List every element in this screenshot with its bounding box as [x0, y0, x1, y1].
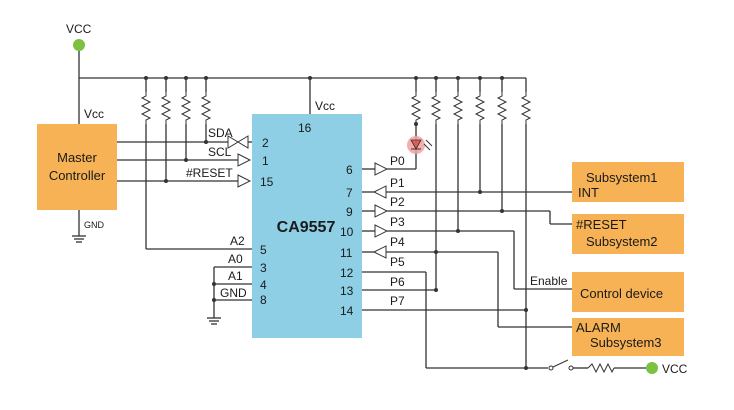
scl-label: SCL: [208, 145, 232, 159]
master-controller-line1: Master: [57, 150, 97, 165]
subsystem3-box: ALARM Subsystem3: [572, 318, 684, 356]
left-pullups: [141, 76, 211, 125]
a2-signal: A2: [145, 124, 252, 250]
enable-label: Enable: [530, 274, 568, 288]
pin-num-a1: 4: [260, 278, 267, 292]
p3-signal: P3 Enable: [362, 124, 572, 290]
a2-label: A2: [230, 234, 245, 248]
p7-label: P7: [390, 294, 405, 308]
chip-body: [252, 114, 362, 338]
vcc-top-supply: VCC: [66, 22, 92, 78]
p5-label: P5: [390, 255, 405, 269]
switch-icon: [548, 359, 574, 371]
pin-num-p3: 10: [340, 225, 354, 239]
ca9557-chip: Vcc 16 CA9557 2 1 15 5 3 4 8 6 7 9 10 11…: [252, 76, 362, 338]
subsystem2-line1: #RESET: [576, 217, 627, 232]
reset-signal: #RESET: [117, 124, 252, 188]
a0-label: A0: [228, 252, 243, 266]
vcc-top-label: VCC: [66, 22, 92, 36]
p4-label: P4: [390, 235, 405, 249]
p6-signal: P6: [362, 252, 438, 292]
pin-num-p1: 7: [346, 186, 353, 200]
a1-label: A1: [228, 269, 243, 283]
address-ground: A0 A1 GND: [207, 252, 252, 325]
pin-num-p0: 6: [346, 163, 353, 177]
sda-signal: SDA: [117, 124, 252, 149]
subsystem2-line2: Subsystem2: [586, 234, 658, 249]
p1-label: P1: [390, 176, 405, 190]
pin-num-sda: 2: [262, 136, 269, 150]
pin-num-a0: 3: [260, 261, 267, 275]
pin-num-p4: 11: [340, 246, 353, 260]
subsystem1-line2: INT: [578, 185, 599, 200]
subsystem2-box: #RESET Subsystem2: [572, 214, 684, 254]
pin-num-a2: 5: [260, 243, 267, 257]
p1-signal: P1: [362, 124, 572, 199]
p2-signal: P2: [362, 124, 572, 225]
pin-num-p6: 13: [340, 284, 354, 298]
led-icon: [407, 136, 433, 154]
p0-label: P0: [390, 154, 405, 168]
subsystem1-box: Subsystem1 INT: [572, 162, 684, 202]
p5-signal: P5: [362, 255, 548, 369]
scl-signal: SCL: [117, 124, 252, 167]
pin-num-reset: 15: [260, 175, 274, 189]
p7-signal: P7: [362, 124, 528, 370]
resistor-icon: [587, 362, 615, 374]
chip-name: CA9557: [277, 219, 336, 236]
control-device-label: Control device: [580, 286, 663, 301]
subsystem3-line2: Subsystem3: [590, 335, 662, 350]
reset-label: #RESET: [186, 166, 233, 180]
right-pullups: [411, 76, 531, 125]
bottom-supply: VCC: [548, 359, 688, 376]
gnd-label: GND: [220, 286, 247, 300]
ground-icon: [207, 317, 221, 325]
vcc-top-node: [73, 39, 85, 51]
master-gnd-label: GND: [84, 220, 105, 230]
master-vcc-label: Vcc: [84, 107, 104, 121]
pin-num-gnd: 8: [260, 293, 267, 307]
master-controller-box: [37, 124, 117, 210]
control-device-box: Control device: [572, 272, 684, 312]
pin-num-p7: 14: [340, 304, 354, 318]
vcc-bottom-label: VCC: [662, 362, 688, 376]
p2-label: P2: [390, 195, 405, 209]
master-controller-line2: Controller: [49, 168, 106, 183]
subsystem3-line1: ALARM: [576, 320, 621, 335]
pin-num-scl: 1: [262, 154, 269, 168]
pin-num-p5: 12: [340, 266, 354, 280]
vcc-bottom-node: [646, 362, 658, 374]
pin-num-p2: 9: [346, 205, 353, 219]
chip-vcc-label: Vcc: [315, 99, 335, 113]
ground-icon: [72, 235, 86, 243]
sda-label: SDA: [208, 126, 233, 140]
p6-label: P6: [390, 275, 405, 289]
p0-signal: P0: [362, 122, 433, 176]
master-controller: Vcc Master Controller GND: [37, 78, 117, 243]
subsystem1-line1: Subsystem1: [586, 170, 658, 185]
chip-vcc-pin: 16: [298, 121, 312, 135]
p3-label: P3: [390, 215, 405, 229]
